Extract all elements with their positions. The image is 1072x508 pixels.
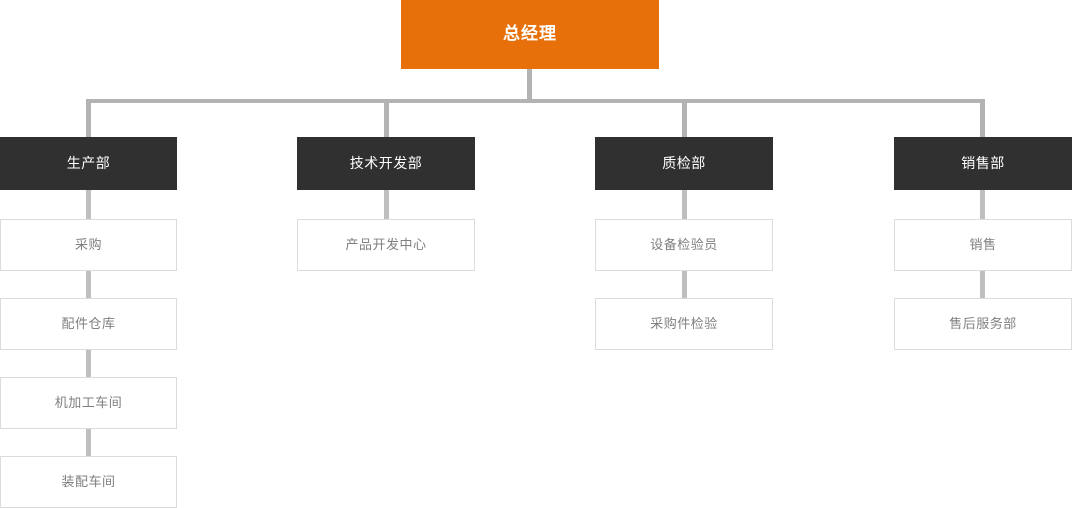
node-leaf-machining-workshop[interactable]: 机加工车间 [0,377,177,429]
connector-c1-child3-to-child4 [86,429,91,457]
node-leaf-equipment-inspector-label: 设备检验员 [650,237,718,253]
connector-c2-dept-to-child1 [384,190,389,220]
node-leaf-purchasing-label: 采购 [74,237,102,253]
node-dept-sales[interactable]: 销售部 [894,137,1072,190]
node-leaf-equipment-inspector[interactable]: 设备检验员 [595,219,773,271]
node-leaf-sales[interactable]: 销售 [894,219,1072,271]
node-leaf-purchased-parts-inspection[interactable]: 采购件检验 [595,298,773,350]
node-leaf-after-sales-service-label: 售后服务部 [949,316,1017,332]
connector-c4-dept-to-child1 [980,190,985,220]
node-leaf-product-development-center-label: 产品开发中心 [345,237,427,253]
connector-c1-child2-to-child3 [86,350,91,378]
connector-drop-branch-3 [682,99,687,138]
node-dept-production-label: 生产部 [66,155,111,172]
node-root-general-manager[interactable]: 总经理 [401,0,659,69]
connector-drop-branch-2 [384,99,389,138]
node-dept-production[interactable]: 生产部 [0,137,177,190]
connector-c1-child1-to-child2 [86,271,91,299]
node-dept-tech-development-label: 技术开发部 [349,155,423,172]
node-dept-tech-development[interactable]: 技术开发部 [297,137,475,190]
node-leaf-assembly-workshop[interactable]: 装配车间 [0,456,177,508]
connector-drop-branch-4 [980,99,985,138]
node-leaf-assembly-workshop-label: 装配车间 [61,474,116,490]
node-dept-quality-inspection-label: 质检部 [662,155,706,172]
connector-c3-dept-to-child1 [682,190,687,220]
node-leaf-product-development-center[interactable]: 产品开发中心 [297,219,475,271]
node-dept-sales-label: 销售部 [961,155,1005,172]
node-leaf-purchased-parts-inspection-label: 采购件检验 [650,316,718,332]
connector-c1-dept-to-child1 [86,190,91,220]
connector-c3-child1-to-child2 [682,271,687,299]
connector-root-stem [527,69,532,102]
connector-drop-branch-1 [86,99,91,138]
node-dept-quality-inspection[interactable]: 质检部 [595,137,773,190]
node-leaf-machining-workshop-label: 机加工车间 [54,395,123,411]
connector-horizontal-bus [86,99,985,103]
connector-c4-child1-to-child2 [980,271,985,299]
node-leaf-parts-warehouse[interactable]: 配件仓库 [0,298,177,350]
node-root-label: 总经理 [503,24,557,44]
node-leaf-sales-label: 销售 [969,237,997,253]
node-leaf-purchasing[interactable]: 采购 [0,219,177,271]
node-leaf-after-sales-service[interactable]: 售后服务部 [894,298,1072,350]
node-leaf-parts-warehouse-label: 配件仓库 [61,316,116,332]
